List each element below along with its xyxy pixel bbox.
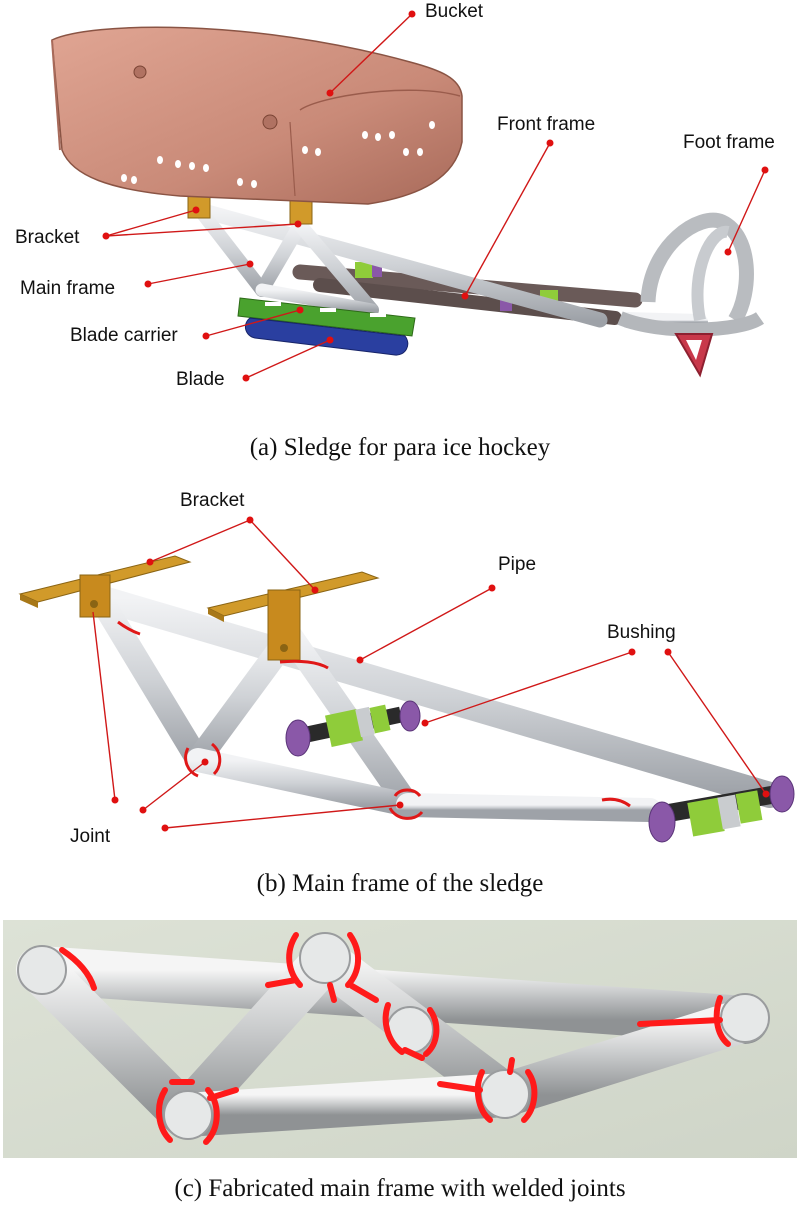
caption-a: (a) Sledge for para ice hockey xyxy=(250,434,551,461)
caption-c: (c) Fabricated main frame with welded jo… xyxy=(174,1175,625,1202)
bushing-lower xyxy=(648,775,795,843)
label-bracket-a: Bracket xyxy=(15,227,80,248)
bucket xyxy=(51,26,463,205)
label-joint: Joint xyxy=(70,826,111,847)
label-pipe: Pipe xyxy=(498,554,536,575)
label-blade-carrier: Blade carrier xyxy=(70,325,178,346)
panel-a-sledge: Bucket Front frame Foot frame Bracket Ma… xyxy=(15,1,775,461)
panel-b-main-frame: Bracket Pipe Bushing Joint (b) Main fram… xyxy=(18,490,795,897)
label-bracket-b: Bracket xyxy=(180,490,245,511)
label-front-frame: Front frame xyxy=(497,114,595,135)
panel-b-leaders xyxy=(92,516,770,832)
joint-welds-b xyxy=(117,620,631,820)
foot-frame xyxy=(617,212,765,378)
caption-b: (b) Main frame of the sledge xyxy=(257,870,544,897)
label-main-frame: Main frame xyxy=(20,278,115,299)
brackets-b xyxy=(18,555,380,661)
label-bucket: Bucket xyxy=(425,1,484,22)
panel-a-leaders xyxy=(102,10,769,382)
label-blade: Blade xyxy=(176,369,225,390)
bushing-upper xyxy=(285,700,421,757)
brackets xyxy=(187,195,313,225)
welded-joints xyxy=(59,932,731,1145)
label-foot-frame: Foot frame xyxy=(683,132,775,153)
label-bushing: Bushing xyxy=(607,622,676,643)
main-frame xyxy=(192,202,608,328)
pipe-end-caps xyxy=(17,932,770,1140)
panel-c-photo: (c) Fabricated main frame with welded jo… xyxy=(3,920,797,1202)
